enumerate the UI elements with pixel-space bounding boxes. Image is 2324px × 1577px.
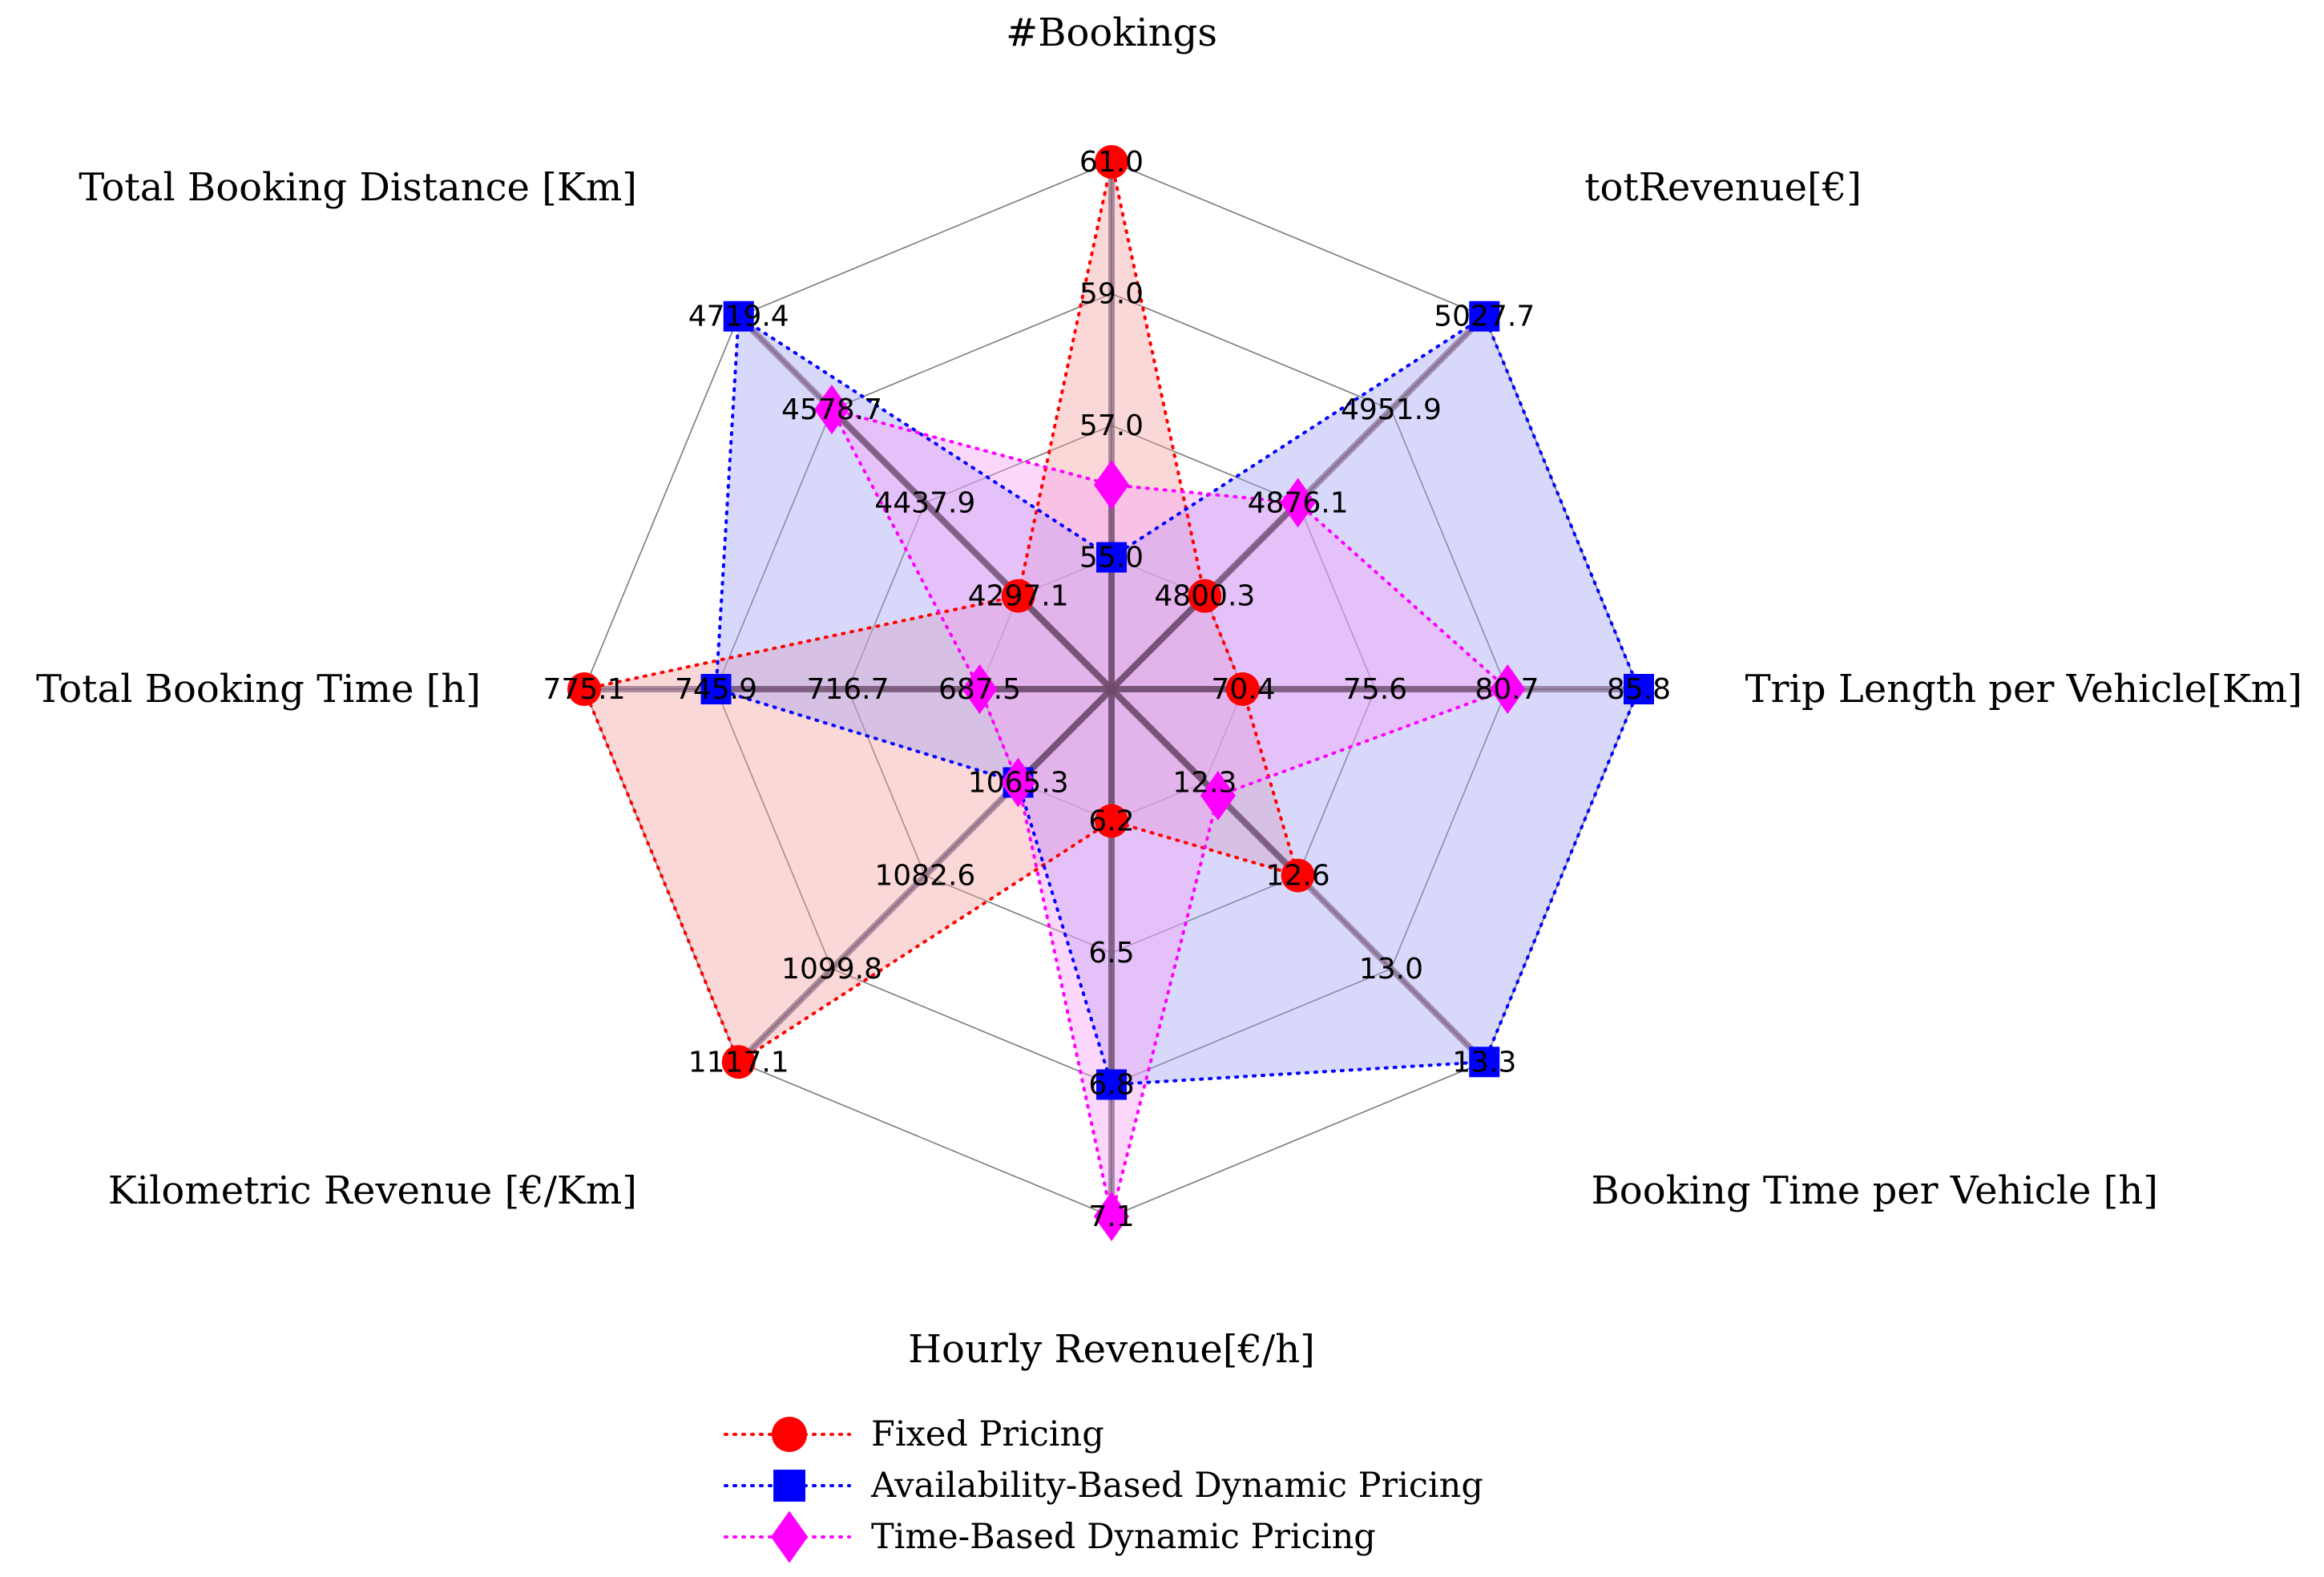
data-point-0-6 [567,672,601,706]
tick-label: 4297.1 [968,580,1069,613]
legend-marker-0 [771,1416,808,1453]
axis-title-0: #Bookings [1006,10,1217,55]
data-point-1-1 [1469,300,1500,332]
axis-titles: #Bookings totRevenue[€] Trip Length per Ve… [36,10,2302,1372]
legend-label-0: Fixed Pricing [871,1414,1104,1454]
legend-label-2: Time-Based Dynamic Pricing [871,1517,1376,1557]
tick-label: 7.1 [1088,1200,1134,1233]
tick-label: 4951.9 [1341,393,1442,426]
tick-label: 745.9 [675,673,757,706]
series-spoke-2-3 [1108,686,1221,799]
tick-label: 12.3 [1172,766,1237,799]
data-point-0-4 [1095,804,1128,838]
tick-label: 775.1 [543,673,625,706]
tick-label: 687.5 [938,673,1021,706]
series-area-1 [716,316,1639,1085]
axis-title-2: Trip Length per Vehicle[Km] [1745,667,2302,712]
tick-label: 80.7 [1475,673,1539,706]
tick-label: 57.0 [1079,409,1144,442]
tick-labels: 55.0 57.0 59.0 61.0 4800.3 4876.1 4951.9 5027.7… [543,146,1671,1233]
data-point-2-5 [1000,757,1036,808]
tick-label: 4800.3 [1154,580,1255,613]
axis-title-1: totRevenue[€] [1584,165,1862,210]
tick-label: 4437.9 [874,486,975,519]
data-point-1-2 [1624,674,1654,704]
axis-title-3: Booking Time per Vehicle [h] [1592,1168,2158,1213]
series-spoke-2-7 [828,405,1115,692]
data-point-2-3 [1200,770,1236,821]
tick-label: 6.5 [1088,937,1134,970]
tick-label: 6.8 [1088,1069,1134,1102]
tick-label: 13.3 [1452,1046,1516,1079]
tick-label: 6.2 [1088,805,1134,838]
tick-label: 61.0 [1079,146,1144,179]
legend-label-1: Availability-Based Dynamic Pricing [870,1466,1483,1506]
legend-marker-1 [773,1470,805,1502]
tick-label: 4578.7 [781,393,882,426]
series-layer [567,145,1654,1241]
tick-label: 1099.8 [781,953,882,986]
data-point-0-5 [721,1045,756,1079]
axis-title-6: Total Booking Time [h] [36,667,481,712]
data-point-2-6 [962,664,998,714]
data-point-0-7 [1001,579,1035,613]
tick-label: 5027.7 [1434,300,1535,333]
data-point-0-0 [1095,145,1128,179]
data-point-1-4 [1096,1069,1127,1100]
legend-marker-2 [770,1510,809,1563]
data-point-0-2 [1225,672,1260,706]
tick-label: 70.4 [1211,673,1275,706]
tick-label: 1065.3 [968,766,1069,799]
data-point-0-3 [1281,858,1315,893]
tick-label: 85.8 [1607,673,1671,706]
data-point-1-0 [1096,542,1127,573]
axis-title-4: Hourly Revenue[€/h] [908,1327,1315,1372]
tick-label: 716.7 [806,673,889,706]
axis-title-7: Total Booking Distance [Km] [79,165,637,210]
tick-label: 13.0 [1359,953,1423,986]
data-point-0-1 [1188,579,1222,613]
series-area-0 [584,162,1298,1063]
axis-title-5: Kilometric Revenue [€/Km] [108,1168,637,1213]
tick-label: 4719.4 [688,300,789,333]
data-point-2-7 [813,384,849,434]
data-point-1-6 [700,674,732,704]
data-point-2-0 [1094,460,1129,510]
data-point-2-4 [1094,1192,1129,1241]
tick-label: 12.6 [1266,860,1330,893]
series-spoke-2-5 [1015,686,1115,786]
data-point-1-3 [1469,1047,1500,1078]
tick-label: 75.6 [1343,673,1407,706]
data-point-2-2 [1490,664,1526,714]
data-point-1-7 [723,300,754,332]
data-point-2-1 [1280,478,1316,528]
tick-label: 1082.6 [874,860,975,893]
tick-label: 55.0 [1079,542,1144,575]
tick-label: 4876.1 [1248,486,1349,519]
tick-label: 59.0 [1079,278,1144,311]
series-area-2 [831,409,1508,1216]
tick-label: 1117.1 [688,1046,789,1079]
